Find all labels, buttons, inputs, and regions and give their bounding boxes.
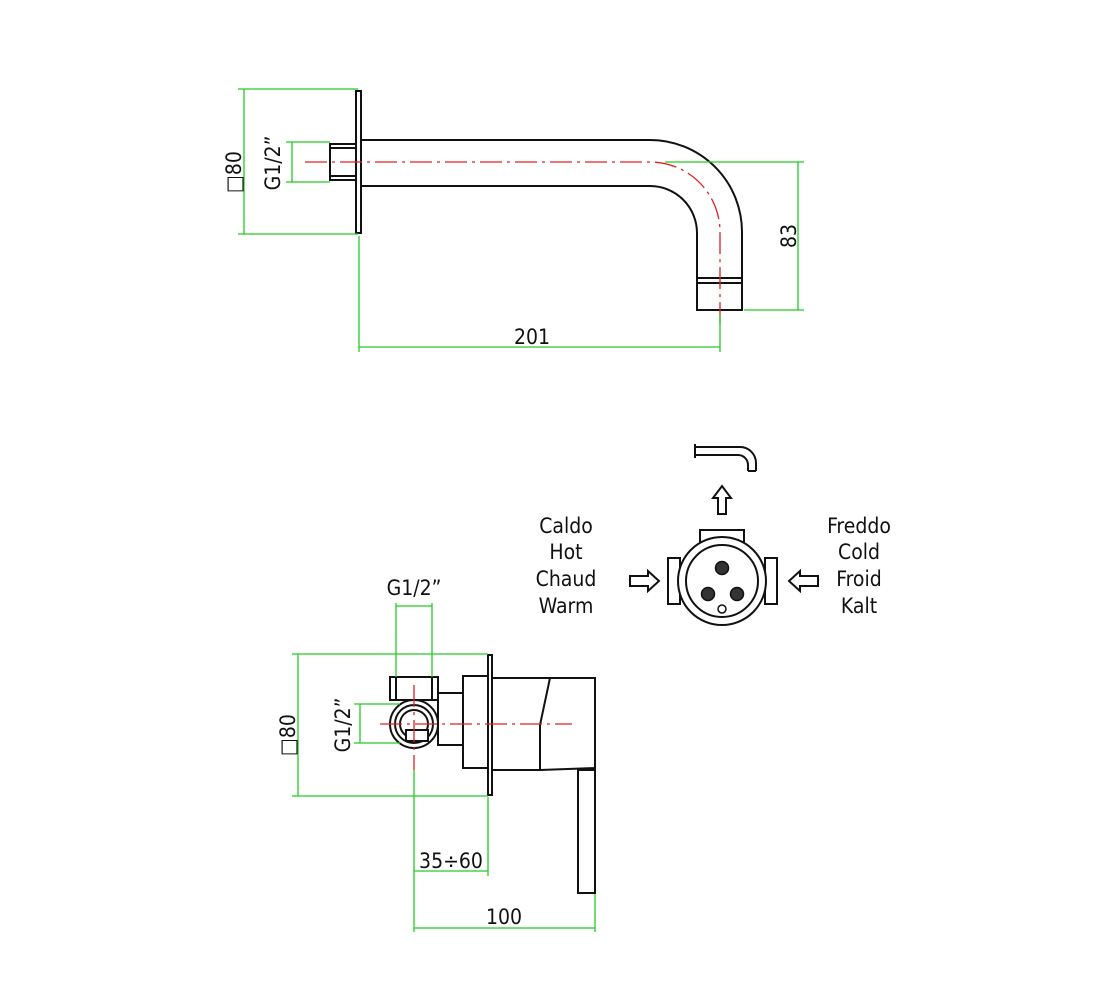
cold-inlet-arrow-icon [787,568,819,594]
mini-spout-icon [694,444,757,472]
cold-label-en: Cold [838,540,880,564]
mixer-wall-plate [462,675,489,769]
mixer-dim-depth-range: 35÷60 [419,849,483,873]
mixer-handle-cap [539,677,596,771]
cold-label-it: Freddo [827,514,891,538]
hot-label-de: Warm [539,594,594,618]
spout-dim-thread: G1/2” [261,136,285,191]
mixer-dim-square: □80 [276,714,300,756]
cold-label-de: Kalt [841,594,877,618]
hot-label-en: Hot [549,540,582,564]
mixer-dimensions [292,603,596,932]
mixer-dim-total: 100 [486,905,522,929]
spout-dim-height: 83 [777,224,801,248]
outlet-arrow-up-icon [711,484,733,515]
mixer-body-connector [437,692,464,746]
mixer-inlet-key [405,729,429,742]
cold-label-fr: Froid [836,567,881,591]
hot-label-it: Caldo [539,514,593,538]
spout-tube-outer [361,139,743,278]
flow-schema: Caldo Hot Chaud Warm Freddo Cold Froid K… [536,444,891,626]
spout-centerline [305,161,721,325]
valve-body [667,529,778,626]
hot-labels: Caldo Hot Chaud Warm [536,514,597,618]
mixer-handle-body [491,677,552,771]
spout-dimensions [238,88,804,352]
mixer-dim-thread-side: G1/2” [331,698,355,753]
spout-drawing: □80 G1/2” 201 83 [222,88,804,352]
cold-labels: Freddo Cold Froid Kalt [827,514,891,618]
mixer-lever [577,769,596,894]
mixer-dim-thread-top: G1/2” [387,576,442,600]
hot-inlet-arrow-icon [629,568,661,594]
spout-dim-square: □80 [222,151,246,193]
mixer-drawing: □80 G1/2” G1/2” 35÷60 100 [276,576,596,932]
hot-label-fr: Chaud [536,567,597,591]
spout-dim-length: 201 [514,325,550,349]
spout-tube-inner [361,185,698,278]
